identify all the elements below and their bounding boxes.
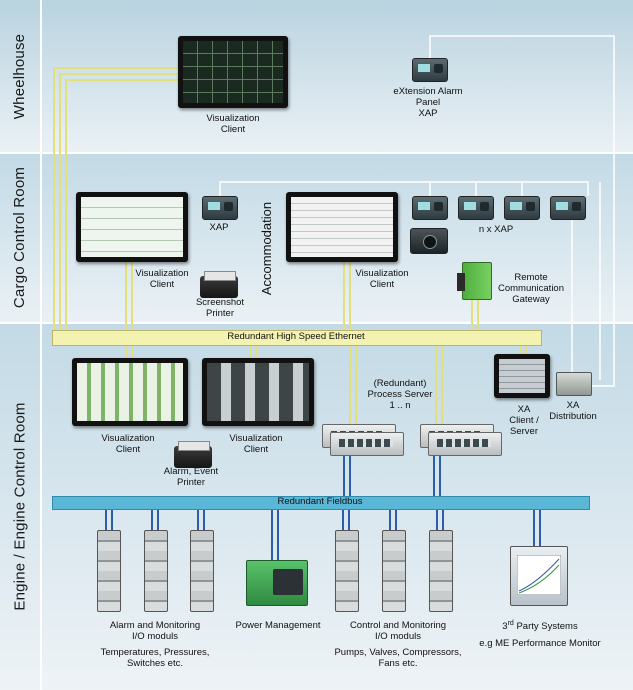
fieldbus-bar (52, 496, 590, 510)
monitor-screen (81, 197, 183, 257)
gateway-icon (457, 262, 492, 300)
ethernet-cable-accommodation (343, 262, 351, 330)
label-visualization-engine-1: Visualization Client (101, 433, 155, 455)
label-control-io-desc: Pumps, Valves, Compressors, Fans etc. (334, 647, 462, 669)
fieldbus-cable-third-party (533, 508, 541, 546)
accommodation-label-wrap: Accommodation (254, 196, 280, 300)
keypad-dial (423, 235, 437, 249)
third-party-suffix: rd (507, 620, 514, 627)
xap-icon-cargo (202, 196, 238, 220)
process-server-icon-1b (330, 432, 404, 456)
xap-link-drops (429, 182, 523, 196)
ethernet-cable-wheelhouse-a (53, 67, 178, 330)
ethernet-cables (53, 67, 527, 430)
visualization-monitor-accommodation (286, 192, 398, 262)
label-column (0, 0, 42, 690)
process-server-icon-2b (428, 432, 502, 456)
third-party-monitor (510, 546, 568, 606)
label-control-io: Control and Monitoring I/O moduls (349, 620, 447, 642)
third-party-text: Party Systems (513, 621, 578, 633)
xap-icon-1 (412, 196, 448, 220)
alarm-panel-icon (412, 58, 448, 82)
label-process-server: (Redundant) Process Server 1 .. n (367, 378, 433, 411)
fieldbus-cable-server-2 (433, 448, 441, 496)
visualization-monitor-engine-2 (202, 358, 314, 426)
fieldbus-cable-io-6 (436, 508, 444, 530)
label-alarm-panel: eXtension Alarm Panel XAP (393, 86, 463, 119)
fieldbus-cable-io-3 (197, 508, 205, 530)
screenshot-printer-icon (200, 271, 238, 298)
label-n-xap: n x XAP (478, 224, 514, 235)
label-alarm-io-desc: Temperatures, Pressures, Switches etc. (100, 647, 210, 669)
power-management-icon (246, 560, 308, 606)
third-party-number: 3 (502, 621, 508, 633)
ethernet-cable-cargo (125, 262, 133, 330)
power-management-display (273, 569, 303, 595)
ethernet-cable-wheelhouse-c (65, 79, 178, 330)
fieldbus-label: Redundant Fieldbus (277, 496, 363, 507)
ethernet-label: Redundant High Speed Ethernet (227, 331, 365, 342)
monitor-screen (183, 41, 283, 103)
performance-graph-icon (517, 555, 561, 595)
io-module-control-1 (335, 530, 359, 612)
gateway-terminal (457, 273, 465, 291)
ethernet-cable-server-2 (435, 344, 443, 430)
xap-link-xa (571, 218, 580, 379)
monitor-screen (77, 363, 183, 421)
ethernet-cable-engine-2 (249, 344, 257, 360)
label-visualization-cargo: Visualization Client (135, 268, 189, 290)
io-module-control-3 (429, 530, 453, 612)
xap-icon-4 (550, 196, 586, 220)
label-xa-client: XA Client / Server (509, 404, 539, 437)
visualization-monitor-wheelhouse (178, 36, 288, 108)
fieldbus-cable-server-1 (343, 448, 351, 496)
io-module-alarm-2 (144, 530, 168, 612)
alarm-printer-icon (174, 441, 212, 468)
label-third-party: 3rd Party Systems (490, 618, 590, 632)
visualization-monitor-engine-1 (72, 358, 188, 426)
fieldbus-cable-io-2 (151, 508, 159, 530)
ethernet-cable-server-1 (349, 344, 357, 430)
label-me-monitor: e.g ME Performance Monitor (479, 638, 601, 649)
xap-icon-3 (504, 196, 540, 220)
label-gateway: Remote Communication Gateway (498, 272, 564, 305)
accommodation-label: Accommodation (259, 201, 275, 295)
xap-link-wheelhouse (429, 35, 615, 387)
fieldbus-cable-io-4 (342, 508, 350, 530)
fieldbus-cables (105, 448, 541, 560)
xa-distribution-icon (556, 372, 592, 396)
label-visualization-engine-2: Visualization Client (229, 433, 283, 455)
xap-icon-2 (458, 196, 494, 220)
label-visualization-wheelhouse: Visualization Client (206, 113, 260, 135)
monitor-screen (291, 197, 393, 257)
ethernet-cable-engine-1 (125, 344, 133, 360)
fieldbus-cable-io-1 (105, 508, 113, 530)
zone-wheelhouse (0, 0, 633, 152)
fieldbus-cable-power (271, 508, 279, 560)
xa-client-monitor (494, 354, 550, 398)
label-visualization-accommodation: Visualization Client (355, 268, 409, 290)
io-module-control-2 (382, 530, 406, 612)
visualization-monitor-cargo (76, 192, 188, 262)
label-xap-cargo: XAP (209, 222, 229, 233)
io-module-alarm-3 (190, 530, 214, 612)
xap-link-bus-top (219, 181, 589, 196)
label-alarm-printer: Alarm, Event Printer (163, 466, 219, 488)
label-power-management: Power Management (235, 620, 321, 631)
label-xa-distribution: XA Distribution (549, 400, 597, 422)
monitor-screen (207, 363, 309, 421)
fieldbus-cable-io-5 (389, 508, 397, 530)
label-screenshot-printer: Screenshot Printer (195, 297, 245, 319)
io-module-alarm-1 (97, 530, 121, 612)
ethernet-cable-gateway (471, 300, 479, 330)
remote-keypad-icon (410, 228, 448, 254)
ethernet-bar (52, 330, 542, 346)
label-alarm-io: Alarm and Monitoring I/O moduls (109, 620, 201, 642)
ethernet-cable-wheelhouse-b (59, 73, 178, 330)
monitor-screen (499, 359, 545, 393)
